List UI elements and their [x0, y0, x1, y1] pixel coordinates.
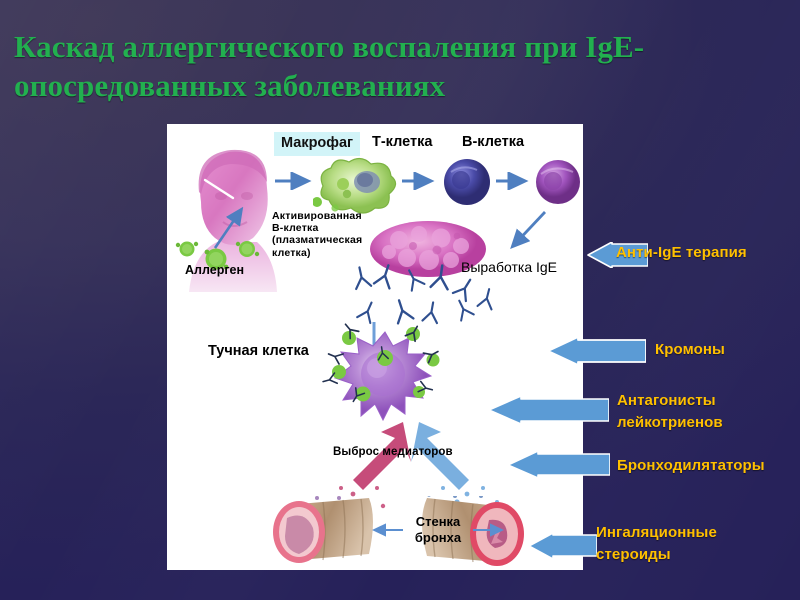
allergen-particles [175, 241, 260, 270]
therapy-label-bronchodilators: Бронходилятаторы [617, 457, 765, 474]
therapy-arrow-bronchodilators [506, 451, 610, 479]
therapy-arrow-anti-ige [586, 242, 648, 268]
label-macrophage: Макрофаг [274, 132, 361, 156]
bcell-to-plasmacell-arrow [510, 211, 547, 250]
bronchial-wall-arrow-right [473, 523, 504, 537]
therapy-arrow-cromons [546, 336, 646, 366]
macrophage-to-tcell-arrow [402, 172, 435, 190]
head-to-macrophage-arrow [275, 172, 312, 190]
therapy-arrow-leukotriene [487, 395, 609, 425]
label-ige-production: Выработка IgE [461, 259, 558, 275]
diagram-panel: Макрофаг Т-клетка В-клетка Активированна… [167, 124, 583, 570]
label-activated-b-cell: Активированная В-клетка (плазматическая … [272, 210, 363, 259]
ige-antibodies [355, 264, 493, 325]
ige-to-mastcell-arrow [372, 322, 376, 348]
t-cell [444, 159, 490, 205]
therapy-label-anti-ige: Анти-IgE терапия [616, 244, 747, 261]
label-allergen: Аллерген [185, 263, 245, 277]
therapy-label-inhaled-steroids: Ингаляционные стероиды [596, 524, 717, 563]
label-t-cell: Т-клетка [372, 134, 433, 150]
label-b-cell: В-клетка [462, 134, 525, 150]
bronchial-wall-arrow-left [372, 523, 403, 537]
plasma-cell [370, 221, 486, 277]
label-mast-cell: Тучная клетка [208, 343, 309, 359]
label-mediator-release: Выброс медиаторов [333, 446, 453, 458]
b-cell [536, 160, 580, 204]
therapy-arrow-steroids [527, 533, 597, 559]
tcell-to-bcell-arrow [496, 172, 529, 190]
label-bronchial-wall: Стенка бронха [414, 514, 462, 546]
therapy-label-cromons: Кромоны [655, 341, 725, 358]
therapy-label-leukotriene-antagonists: Антагонисты лейкотриенов [617, 392, 723, 431]
mast-cell [322, 323, 440, 422]
slide-title: Каскад аллергического воспаления при IgE… [14, 29, 645, 104]
bronchus-normal [273, 496, 373, 563]
macrophage-cell [313, 157, 397, 214]
allergen-to-nose-arrow [213, 206, 244, 249]
